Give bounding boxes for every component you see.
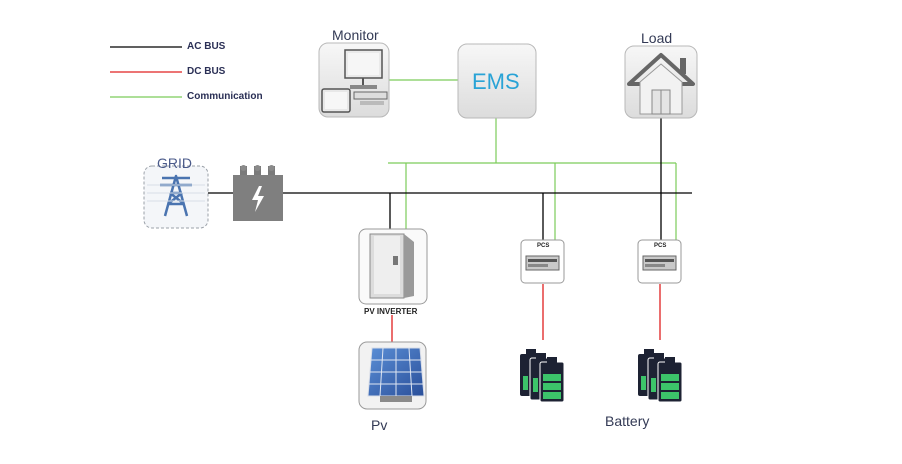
battery-label: Battery <box>605 413 650 429</box>
dc-bus-lines <box>391 284 661 342</box>
load-label: Load <box>641 30 673 46</box>
battery-icon <box>638 349 683 403</box>
pcs-icon <box>520 239 565 284</box>
monitor-label: Monitor <box>332 27 379 43</box>
pv-label: Pv <box>371 417 388 433</box>
house-icon <box>624 45 698 119</box>
legend-ac-label: AC BUS <box>187 41 226 52</box>
pv-inverter-icon <box>358 228 428 305</box>
ac-bus-lines <box>205 118 692 242</box>
pcs-icon <box>637 239 682 284</box>
ems-label: EMS <box>472 69 520 94</box>
pv-inverter-label: PV INVERTER <box>364 307 418 316</box>
grid-label: GRID <box>157 155 192 171</box>
transformer-icon <box>233 165 283 221</box>
legend-dc-label: DC BUS <box>187 66 226 77</box>
legend-comm-label: Communication <box>187 91 263 102</box>
ems-box <box>457 43 537 119</box>
battery-icon <box>520 349 565 403</box>
solar-panel-icon <box>358 341 427 410</box>
transmission-tower-icon <box>143 165 209 229</box>
monitor-icon <box>318 42 390 118</box>
pcs-1-label: PCS <box>537 243 550 249</box>
communication-lines <box>388 79 677 242</box>
pcs-2-label: PCS <box>654 243 667 249</box>
